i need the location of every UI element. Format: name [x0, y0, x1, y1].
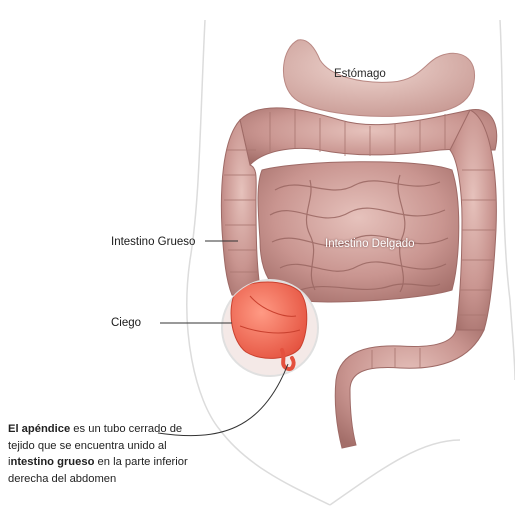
label-large-intestine: Intestino Grueso [111, 235, 195, 249]
label-stomach: Estómago [334, 67, 386, 81]
caption-bold-1: El apéndice [8, 423, 70, 435]
cecum-magnifier [222, 280, 318, 376]
small-intestine [258, 162, 459, 302]
caption-bold-2: ntestino grueso [11, 456, 95, 468]
label-cecum: Ciego [111, 316, 141, 330]
appendix-caption: El apéndice es un tubo cerrado de tejido… [8, 421, 208, 487]
label-small-intestine: Intestino Delgado [325, 237, 415, 251]
